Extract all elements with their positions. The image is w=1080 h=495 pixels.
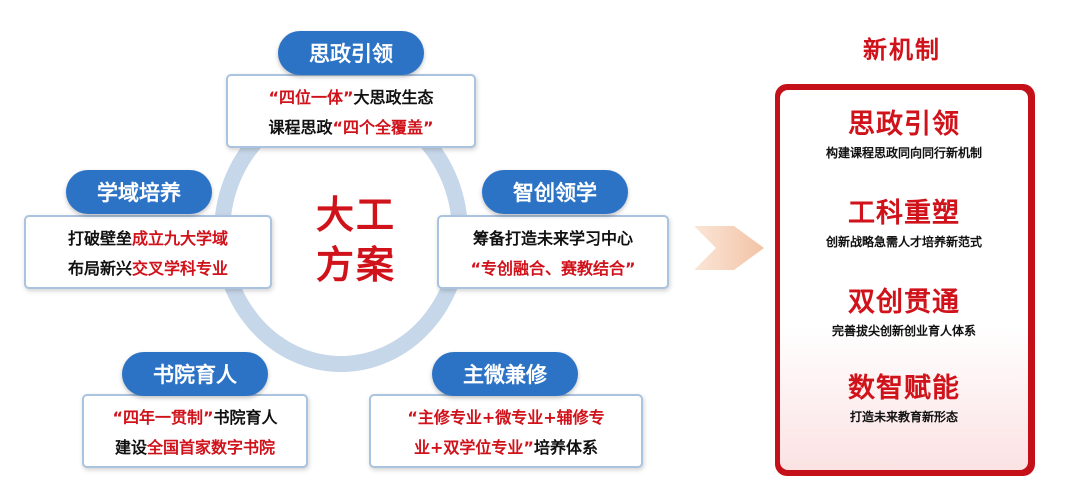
mechanism-panel bbox=[780, 90, 1028, 470]
mechanism-item-title: 思政引领 bbox=[848, 109, 960, 140]
mechanism-item-subtitle: 构建课程思政同向同行新机制 bbox=[825, 146, 982, 160]
mechanism-item-title: 工科重塑 bbox=[848, 198, 960, 229]
node-box-line: 课程思政“四个全覆盖” bbox=[228, 113, 474, 143]
text-segment: “四位一体” bbox=[268, 88, 354, 107]
node-pill-zhuwei: 主微兼修 bbox=[432, 352, 578, 396]
text-segment: 布局新兴 bbox=[67, 259, 132, 278]
mechanism-item: 数智赋能 打造未来教育新形态 bbox=[780, 372, 1028, 426]
node-pill-xueyu: 学域培养 bbox=[66, 170, 212, 214]
text-segment: “四个全覆盖” bbox=[332, 118, 434, 137]
right-panel-title: 新机制 bbox=[863, 36, 941, 64]
text-segment: 培养体系 bbox=[533, 438, 598, 457]
node-box-zhuwei: “主修专业+微专业+辅修专 业+双学位专业”培养体系 bbox=[369, 394, 643, 468]
text-segment: 打破壁垒 bbox=[67, 229, 132, 248]
text-segment: “主修专业+微专业+辅修专 bbox=[407, 408, 605, 427]
node-box-line: 布局新兴交叉学科专业 bbox=[26, 254, 270, 284]
center-title-line-2: 方案 bbox=[315, 243, 396, 287]
node-box-line: “四年一贯制”书院育人 bbox=[84, 403, 306, 433]
node-box-shuyuan: “四年一贯制”书院育人 建设全国首家数字书院 bbox=[82, 394, 308, 468]
node-pill-sizheng: 思政引领 bbox=[278, 31, 424, 75]
center-title-line-1: 大工 bbox=[315, 193, 396, 237]
text-segment: 全国首家数字书院 bbox=[147, 438, 276, 457]
mechanism-item: 思政引领 构建课程思政同向同行新机制 bbox=[780, 108, 1028, 162]
center-title: 大工 方案 bbox=[306, 190, 406, 290]
node-box-line: “四位一体”大思政生态 bbox=[228, 83, 474, 113]
node-box-xueyu: 打破壁垒成立九大学域 布局新兴交叉学科专业 bbox=[24, 215, 272, 289]
node-box-line: 建设全国首家数字书院 bbox=[84, 433, 306, 463]
node-box-line: 业+双学位专业”培养体系 bbox=[371, 433, 641, 463]
node-box-sizheng: “四位一体”大思政生态 课程思政“四个全覆盖” bbox=[226, 74, 476, 148]
node-box-line: “专创融合、赛教结合” bbox=[439, 254, 667, 284]
text-segment: 交叉学科专业 bbox=[132, 259, 229, 278]
text-segment: 业+双学位专业” bbox=[414, 438, 534, 457]
node-pill-zhichuang: 智创领学 bbox=[482, 170, 628, 214]
text-segment: 书院育人 bbox=[213, 408, 278, 427]
text-segment: 成立九大学域 bbox=[132, 229, 229, 248]
text-segment: 大思政生态 bbox=[353, 88, 434, 107]
text-segment: “专创融合、赛教结合” bbox=[470, 259, 636, 278]
node-box-line: 打破壁垒成立九大学域 bbox=[26, 224, 270, 254]
node-pill-shuyuan: 书院育人 bbox=[122, 352, 268, 396]
text-segment: “四年一贯制” bbox=[112, 408, 214, 427]
mechanism-item: 工科重塑 创新战略急需人才培养新范式 bbox=[780, 197, 1028, 251]
mechanism-item-title: 双创贯通 bbox=[848, 287, 960, 318]
mechanism-item-subtitle: 创新战略急需人才培养新范式 bbox=[825, 235, 982, 249]
node-box-line: “主修专业+微专业+辅修专 bbox=[371, 403, 641, 433]
mechanism-item-subtitle: 完善拔尖创新创业育人体系 bbox=[831, 324, 976, 338]
node-box-line: 筹备打造未来学习中心 bbox=[439, 224, 667, 254]
text-segment: 筹备打造未来学习中心 bbox=[472, 229, 633, 248]
text-segment: 建设 bbox=[114, 438, 147, 457]
arrow-right-icon bbox=[694, 226, 764, 270]
text-segment: 课程思政 bbox=[268, 118, 333, 137]
node-box-zhichuang: 筹备打造未来学习中心 “专创融合、赛教结合” bbox=[437, 215, 669, 289]
mechanism-item-subtitle: 打造未来教育新形态 bbox=[849, 410, 958, 424]
mechanism-item-title: 数智赋能 bbox=[848, 373, 960, 404]
mechanism-item: 双创贯通 完善拔尖创新创业育人体系 bbox=[780, 286, 1028, 340]
